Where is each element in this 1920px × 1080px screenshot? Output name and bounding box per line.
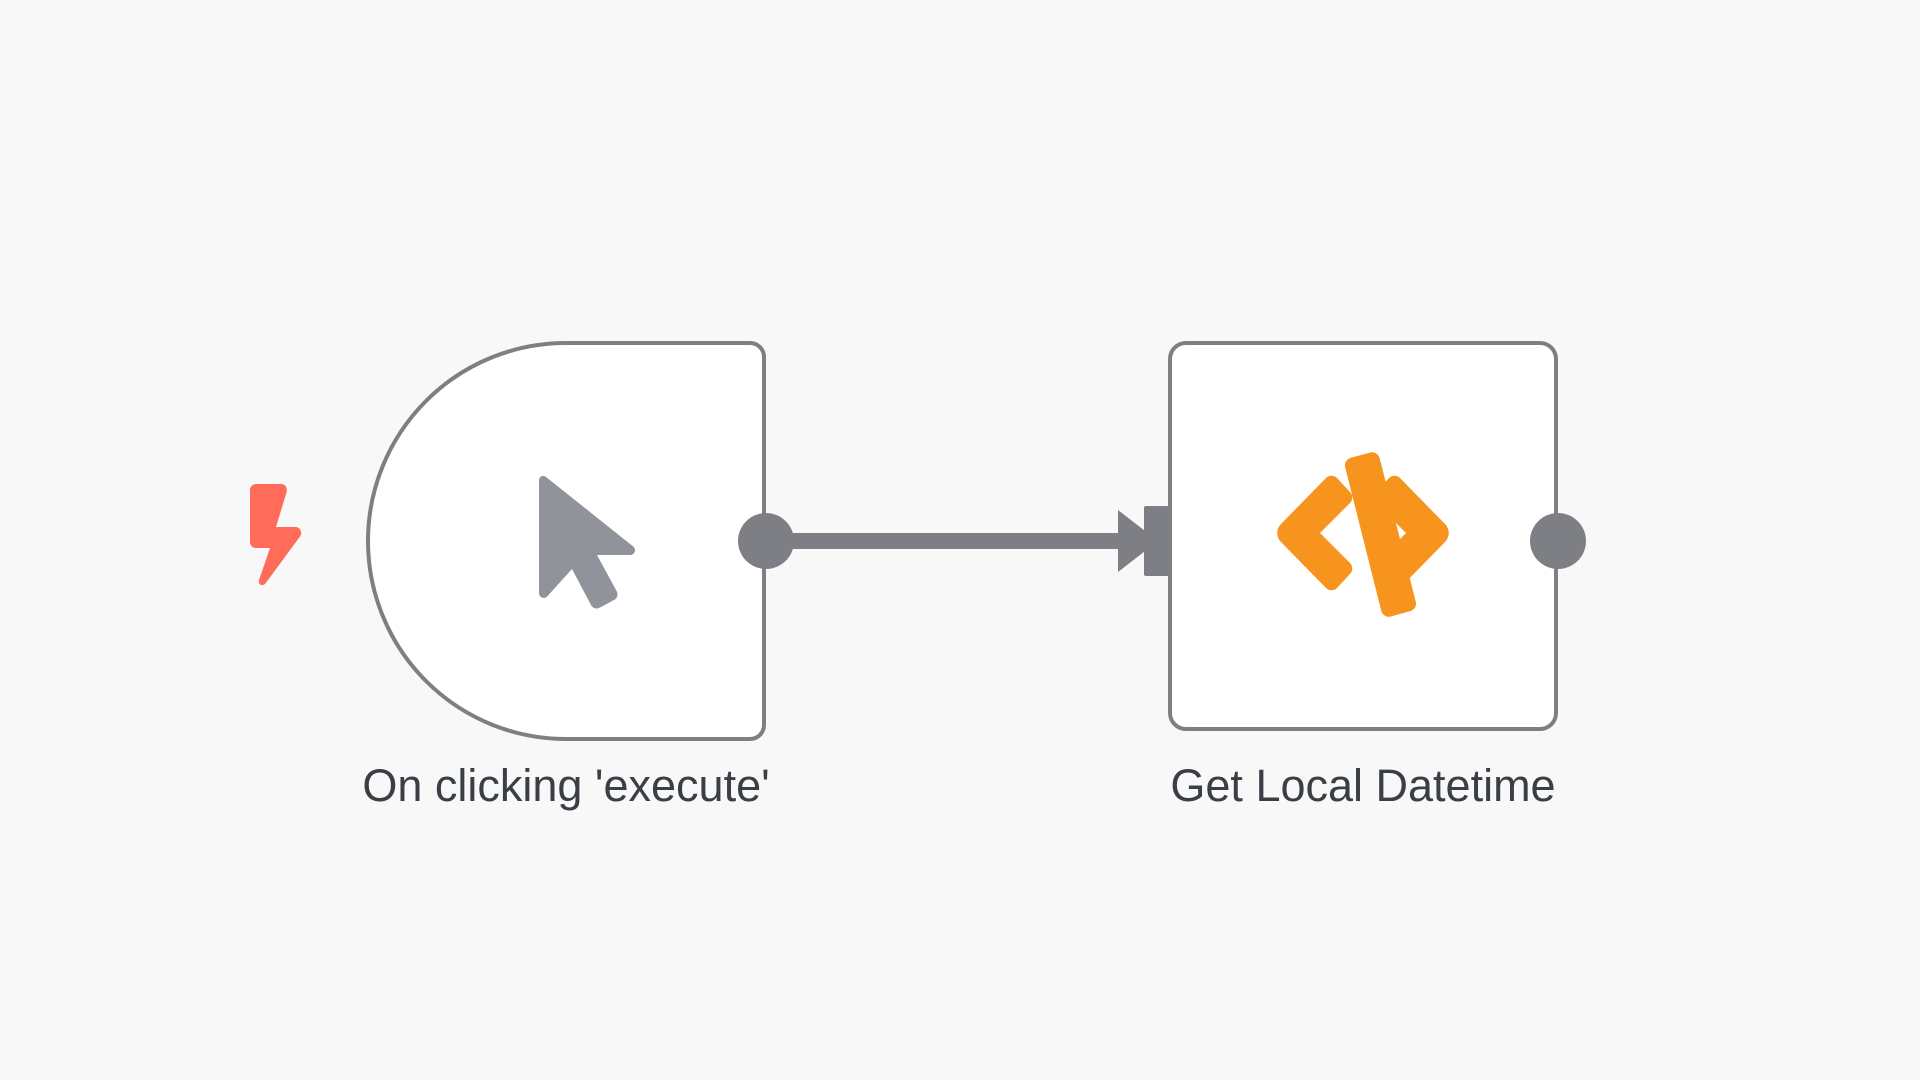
node-label-get-local-datetime: Get Local Datetime (1170, 760, 1556, 811)
node-get-local-datetime[interactable] (1168, 341, 1558, 731)
code-brackets-icon (1172, 345, 1554, 727)
node-manual-trigger[interactable] (366, 341, 766, 741)
lightning-bolt-icon (240, 480, 310, 590)
mouse-cursor-icon (370, 345, 762, 737)
node-label-manual-trigger: On clicking 'execute' (362, 760, 770, 811)
connection-line[interactable] (780, 533, 1130, 549)
code-node-output-port[interactable] (1530, 513, 1586, 569)
